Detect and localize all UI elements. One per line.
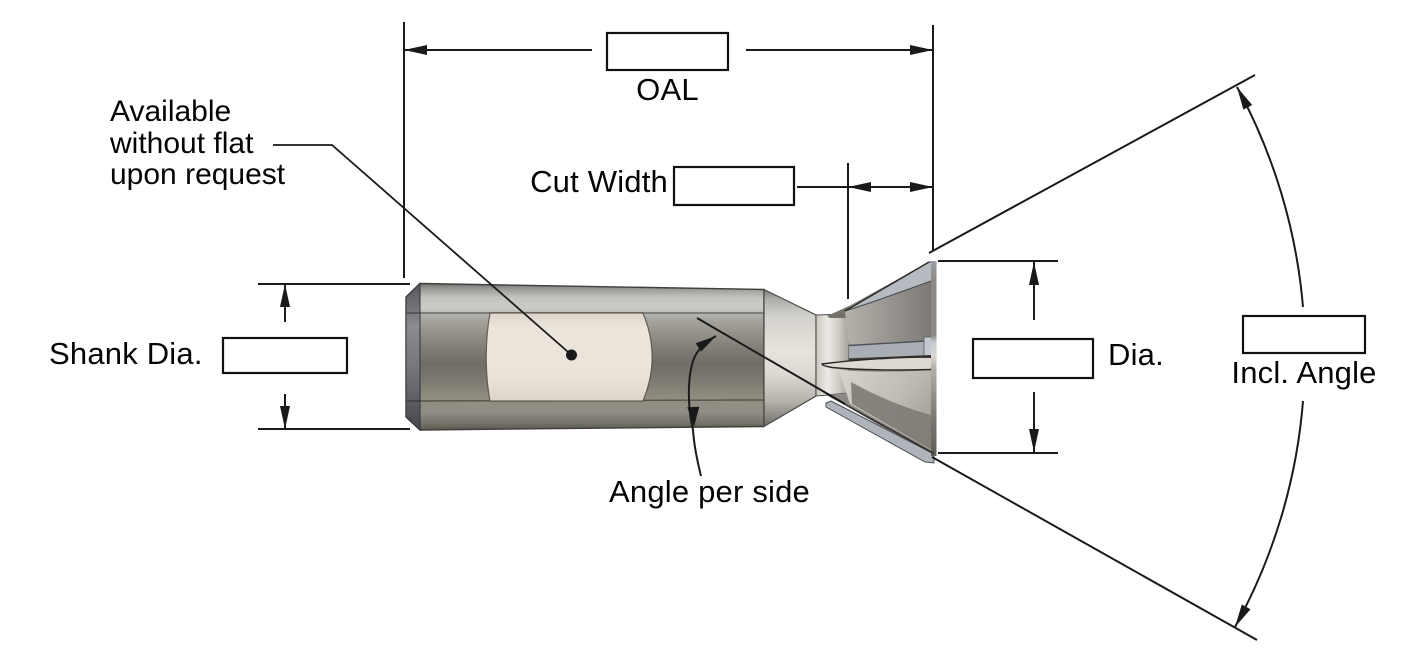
dimension-arrowheads (280, 45, 1253, 627)
cutter-front-face (931, 261, 937, 456)
cutter-head-outline-top (844, 261, 930, 312)
flat-availability-note: Available without flat upon request (110, 96, 285, 191)
incl-angle-arc-upper (1236, 86, 1304, 308)
angle-per-side-arrow-mid (687, 406, 700, 427)
cutter-front-tooth-flute (821, 356, 935, 371)
dia-arrow-top (1029, 262, 1039, 285)
shank-dia-label: Shank Dia. (49, 336, 203, 371)
shank-dia-arrow-bottom (280, 406, 290, 429)
cut-width-arrow-left (848, 182, 871, 192)
angle-per-side-label: Angle per side (609, 474, 810, 509)
dimension-lines (258, 22, 1304, 641)
note-line-2: without flat (110, 126, 254, 160)
dia-value-box (971, 337, 1095, 380)
oal-arrow-right (910, 45, 933, 55)
dia-arrow-bottom (1029, 429, 1039, 452)
shank-dia-arrow-top (280, 284, 290, 307)
incl-angle-arrow-top (1237, 87, 1253, 110)
dovetail-cutter-illustration (405, 261, 937, 464)
angle-per-side-arrow-top (695, 336, 716, 352)
cutter-head-gullet (827, 306, 849, 318)
cutter-shank-end-face (405, 282, 421, 432)
incl-angle-arc-lower (1234, 400, 1304, 628)
flat-note-leader-line (273, 144, 573, 356)
cut-width-arrow-right (910, 182, 933, 192)
cutter-head-back-cone (845, 280, 934, 346)
incl-angle-arrow-bottom (1235, 604, 1251, 627)
cutter-head-outline-bottom (827, 394, 935, 455)
cutter-neck-taper (763, 288, 817, 428)
incl-angle-value-box (1241, 314, 1367, 355)
cutter-head-lower-shadow (851, 382, 934, 451)
cut-width-label: Cut Width (530, 164, 668, 199)
dia-label: Dia. (1108, 337, 1164, 372)
flat-reference-dot (566, 349, 577, 361)
note-line-3: upon request (110, 158, 286, 191)
oal-arrow-left (404, 45, 427, 55)
note-line-1: Available (110, 95, 232, 128)
angle-per-side-flank-line (696, 317, 846, 405)
oal-label: OAL (636, 72, 699, 107)
tooth-band-edge (848, 339, 935, 347)
oal-value-box (605, 31, 730, 72)
incl-angle-ray-upper (928, 74, 1256, 254)
incl-angle-ray-lower (931, 456, 1258, 641)
shank-dia-value-box (221, 336, 349, 375)
value-boxes (221, 31, 1367, 380)
cut-width-value-box (672, 165, 796, 207)
incl-angle-label: Incl. Angle (1231, 355, 1377, 390)
